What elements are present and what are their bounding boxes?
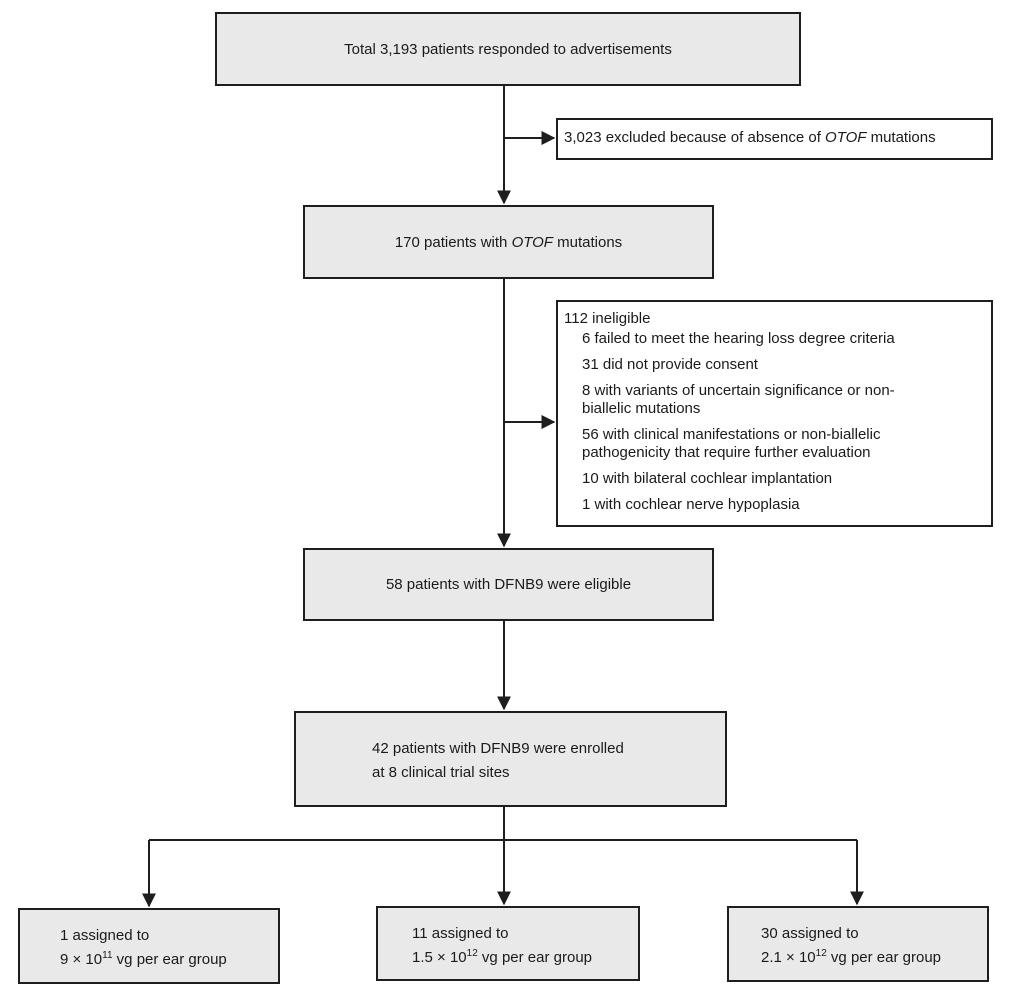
otof-mutations-text: 170 patients with OTOF mutations [394, 233, 623, 251]
enrolled-text-line1: 42 patients with DFNB9 were enrolled [372, 740, 624, 757]
ineligible-reason: 8 with variants of uncertain significanc… [582, 382, 895, 417]
enrolled-box: 42 patients with DFNB9 were enrolled at … [294, 711, 727, 807]
eligible-box: 58 patients with DFNB9 were eligible [303, 548, 714, 621]
excluded-text: 3,023 excluded because of absence of OTO… [564, 129, 936, 146]
arm-dose: 2.1 × 1012 vg per ear group [761, 948, 942, 967]
arm-count: 1 assigned to [60, 927, 150, 944]
ineligible-reason: 56 with clinical manifestations or non-b… [582, 426, 881, 461]
ineligible-reason: 10 with bilateral cochlear implantation [582, 470, 833, 487]
ineligible-reason: 6 failed to meet the hearing loss degree… [582, 330, 895, 347]
arm-dose: 1.5 × 1012 vg per ear group [412, 948, 593, 967]
arm-box-3: 30 assigned to 2.1 × 1012 vg per ear gro… [727, 906, 989, 982]
otof-mutations-box: 170 patients with OTOF mutations [303, 205, 714, 279]
arm-box-2: 11 assigned to 1.5 × 1012 vg per ear gro… [376, 906, 640, 981]
arm-dose: 9 × 1011 vg per ear group [60, 950, 227, 969]
excluded-box: 3,023 excluded because of absence of OTO… [556, 118, 993, 160]
arm-count: 30 assigned to [761, 925, 859, 942]
ineligible-box: 112 ineligible 6 failed to meet the hear… [556, 300, 993, 527]
ineligible-reasons-list: 6 failed to meet the hearing loss degree… [564, 330, 991, 514]
eligible-text: 58 patients with DFNB9 were eligible [385, 576, 632, 593]
ineligible-title: 112 ineligible [564, 310, 651, 327]
arm-box-1: 1 assigned to 9 × 1011 vg per ear group [18, 908, 280, 984]
ineligible-reason: 1 with cochlear nerve hypoplasia [582, 496, 800, 513]
ineligible-reason: 31 did not provide consent [582, 356, 758, 373]
arm-count: 11 assigned to [412, 925, 509, 942]
total-responders-text: Total 3,193 patients responded to advert… [344, 40, 672, 58]
enrolled-text-line2: at 8 clinical trial sites [372, 764, 510, 781]
total-responders-box: Total 3,193 patients responded to advert… [215, 12, 801, 86]
